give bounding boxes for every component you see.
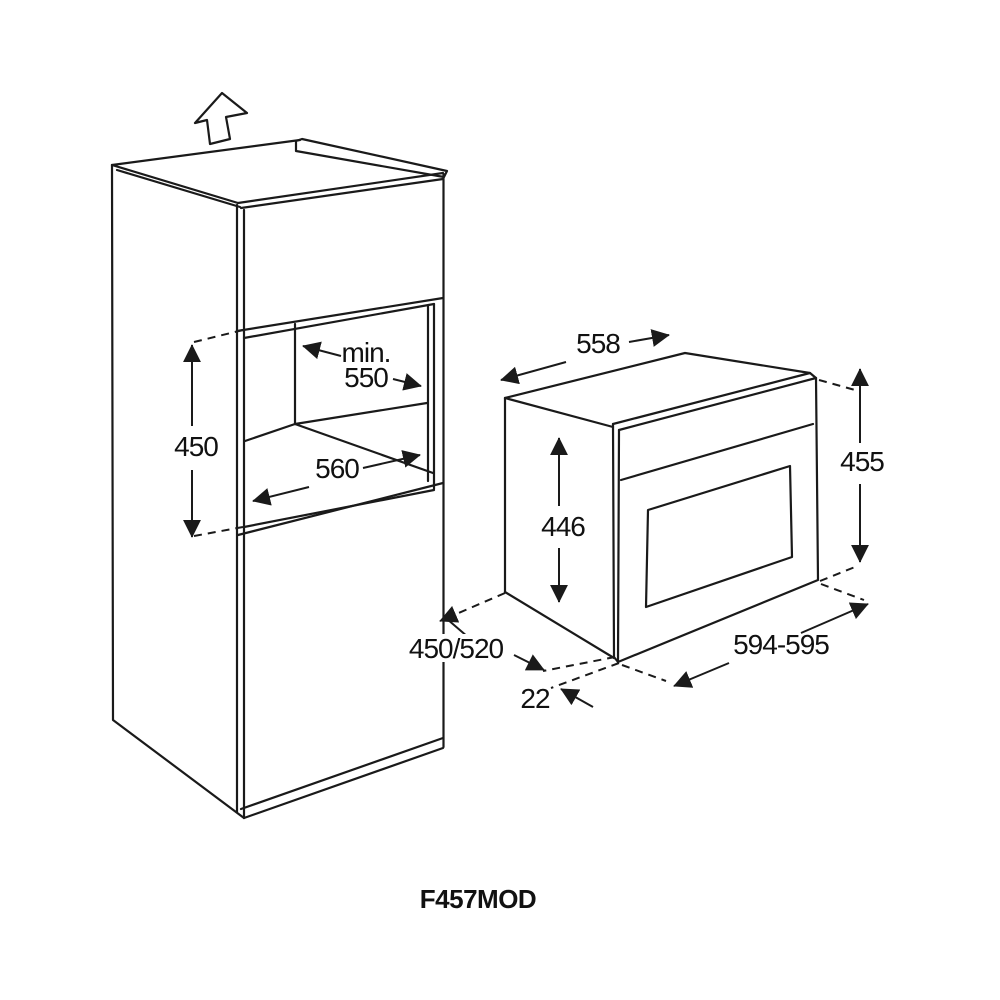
cabinet-depth-label: 450/520 <box>409 633 504 664</box>
dim-oven-body-height: 446 <box>541 437 586 603</box>
tall-cabinet-drawing <box>110 91 449 820</box>
up-arrow-icon <box>193 91 249 146</box>
dim-niche-height: 450 <box>174 329 244 538</box>
dim-cabinet-depth: 450/520 <box>407 592 506 664</box>
oven-front-width-label: 594-595 <box>733 629 829 660</box>
niche-height-label: 450 <box>174 431 218 462</box>
oven-overhang-label: 22 <box>520 683 550 714</box>
oven-drawing <box>503 351 820 664</box>
niche-depth-min-label: min. <box>342 337 391 368</box>
dim-oven-front-width: 594-595 <box>621 583 869 688</box>
dim-oven-front-height: 455 <box>818 368 885 582</box>
dim-niche-width: 560 <box>252 450 421 506</box>
model-number-label: F457MOD <box>420 884 536 914</box>
oven-top-width-label: 558 <box>576 328 620 359</box>
oven-door-window <box>644 464 794 609</box>
niche-depth-value-label: 550 <box>344 362 388 393</box>
oven-body-height-label: 446 <box>541 511 585 542</box>
oven-front-height-label: 455 <box>840 446 884 477</box>
niche-width-label: 560 <box>315 453 359 484</box>
dim-oven-overhang: 22 <box>513 654 620 714</box>
dim-oven-top-width: 558 <box>500 328 670 385</box>
dim-niche-depth: min. 550 <box>302 337 422 393</box>
